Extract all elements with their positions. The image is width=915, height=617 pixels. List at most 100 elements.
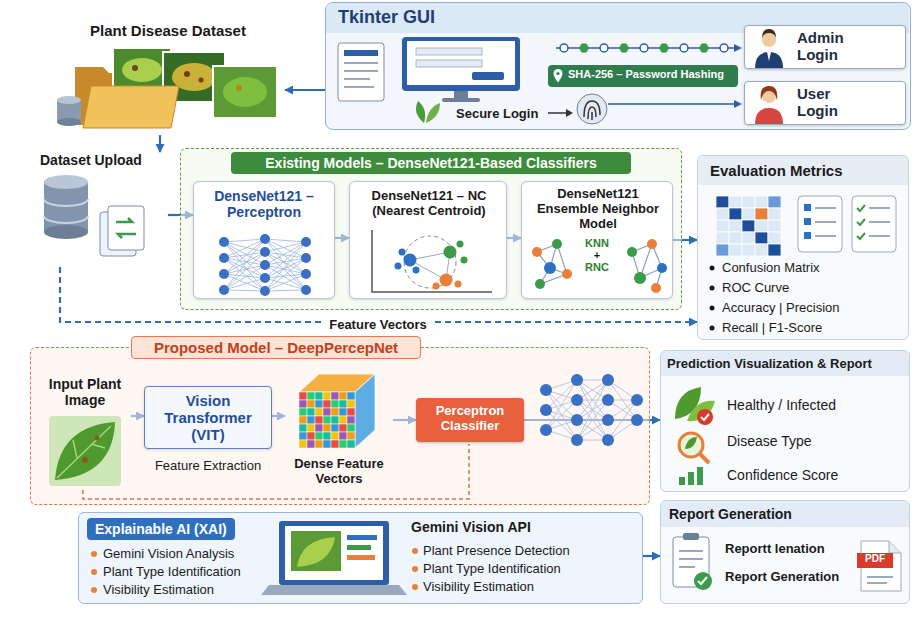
feature-cube-art-rect bbox=[347, 400, 355, 408]
text-slot: Dense Feature Vectors bbox=[285, 456, 393, 486]
upload-node-art bbox=[38, 152, 168, 267]
feature-cube-art-rect bbox=[323, 408, 331, 416]
proposed-group-art-circle bbox=[602, 394, 614, 406]
dataset-folder-art-rect bbox=[113, 48, 171, 92]
metrics-panel-art-path bbox=[815, 208, 836, 236]
login-box-art-path bbox=[755, 52, 783, 68]
prediction-panel-art-path bbox=[687, 401, 715, 421]
report-panel: Report GenerationReportt lenationReport … bbox=[660, 500, 910, 604]
gui-panel-art-circle bbox=[577, 94, 607, 124]
node-heading: Plant Disease Dataset bbox=[90, 22, 285, 39]
gui-panel: Tkinter GUISecure LoginSHA-256 – Passwor… bbox=[325, 2, 911, 130]
metrics-panel-art-path bbox=[857, 205, 865, 239]
login-box-art-circle bbox=[762, 89, 776, 103]
node-text: Gemini Vision Analysis bbox=[103, 546, 268, 561]
model-box-art-line bbox=[224, 242, 265, 291]
model-box-art-line bbox=[265, 242, 306, 278]
feature-cube-art-rect bbox=[347, 424, 355, 432]
metrics-panel-art-rect bbox=[729, 220, 742, 232]
upload-node-art-path bbox=[44, 199, 88, 223]
xai-panel-art-circle bbox=[412, 548, 418, 554]
label-slot: + bbox=[584, 249, 610, 261]
metrics-panel-art-rect bbox=[798, 196, 842, 252]
hash-badge-art-path bbox=[554, 69, 563, 83]
feature-cube-art-rect bbox=[331, 432, 339, 440]
proposed-group-art-line bbox=[577, 380, 608, 440]
text-slot: Gemini Vision API bbox=[411, 519, 611, 535]
prediction-panel-art-path bbox=[675, 387, 701, 419]
proposed-group-art-line bbox=[608, 400, 637, 420]
gui-panel-art-rect bbox=[338, 43, 384, 101]
proposed-group-art-line bbox=[608, 400, 637, 401]
proposed-group-art-path bbox=[83, 444, 469, 499]
metrics-panel-art-rect bbox=[742, 232, 755, 244]
annotation-label: + bbox=[584, 249, 610, 261]
feature-cube-art-rect bbox=[331, 392, 339, 400]
text-slot: Admin Login bbox=[797, 29, 863, 63]
model-box-art-line bbox=[265, 278, 306, 290]
model-box-art-circle bbox=[399, 249, 406, 256]
text-slot: Input Plant Image bbox=[42, 376, 128, 408]
metrics-panel-art-rect bbox=[742, 244, 755, 256]
prediction-panel-art-path bbox=[701, 414, 709, 420]
model-box-art-line bbox=[265, 239, 306, 258]
proposed-group-art-line bbox=[546, 400, 577, 430]
text-slot: DenseNet121 Ensemble Neighbor Model bbox=[526, 186, 670, 231]
model-box-art-line bbox=[224, 278, 265, 290]
text-slot: SHA-256 – Password Hashing bbox=[568, 68, 736, 80]
feature-cube-art-rect bbox=[315, 408, 323, 416]
model-box-art-line bbox=[224, 252, 265, 274]
feature-cube-art-polygon bbox=[299, 374, 375, 392]
model-box-art-line bbox=[224, 258, 265, 265]
model-box-art-path bbox=[372, 230, 492, 292]
model-box-art-line bbox=[265, 265, 306, 274]
feature-cube-art-rect bbox=[339, 400, 347, 408]
feature-cube-art-rect bbox=[339, 408, 347, 416]
dataset-folder-art-path bbox=[83, 86, 179, 128]
gui-panel-art-path bbox=[416, 101, 425, 123]
report-panel-art-rect bbox=[683, 533, 699, 540]
text-slot: Accuracy | Precision bbox=[722, 300, 902, 315]
feature-cube-art-rect bbox=[331, 416, 339, 424]
feature-cube-art-rect bbox=[347, 416, 355, 424]
text-slot: Reportt lenation bbox=[725, 541, 857, 556]
feature-cube-art-rect bbox=[315, 424, 323, 432]
model-box-art-line bbox=[224, 239, 265, 290]
dataset-folder-art-circle bbox=[132, 65, 138, 71]
feature-cube: Dense Feature Vectors bbox=[285, 368, 393, 493]
edge-label: Feature Vectors bbox=[325, 317, 431, 332]
text-slot: Confusion Matrix bbox=[722, 260, 902, 275]
dataset-folder-art-ellipse bbox=[57, 118, 81, 126]
proposed-group-art-line bbox=[577, 400, 608, 420]
label-slot: RNC bbox=[584, 261, 610, 273]
login-box: User Login bbox=[744, 81, 906, 125]
proposed-group-art-circle bbox=[571, 394, 583, 406]
text-slot: Plant Type Identification bbox=[423, 561, 623, 576]
proposed-group-art-line bbox=[577, 380, 608, 420]
feature-cube-art-rect bbox=[323, 416, 331, 424]
metrics-panel-art-rect bbox=[755, 220, 768, 232]
model-box-art-line bbox=[224, 274, 265, 291]
proposed-group-art-line bbox=[546, 410, 577, 440]
model-box-art-line bbox=[265, 274, 306, 278]
model-box-art-circle bbox=[455, 281, 462, 288]
model-box-art-line bbox=[224, 242, 265, 278]
node-heading: Proposed Model – DeepPercepNet bbox=[131, 336, 421, 359]
feature-cube-art-rect bbox=[315, 400, 323, 408]
gui-panel-art-polygon bbox=[699, 44, 709, 53]
dataset-folder-art-circle bbox=[184, 71, 190, 77]
prediction-panel-art-path bbox=[685, 437, 697, 449]
text-slot: Plant Type Identification bbox=[103, 564, 268, 579]
proposed-group-art-line bbox=[577, 400, 608, 401]
model-box-art-path bbox=[537, 244, 567, 284]
dataset-folder-art-rect bbox=[57, 100, 81, 122]
proposed-group-art-line bbox=[577, 400, 608, 420]
dataset-folder-art-path bbox=[75, 67, 151, 125]
report-panel-art-circle bbox=[694, 572, 712, 590]
model-box-art-circle bbox=[535, 279, 545, 289]
feature-cube-art-rect bbox=[347, 392, 355, 400]
model-box-art-circle bbox=[395, 263, 402, 270]
metrics-panel-art-rect bbox=[716, 220, 729, 232]
proposed-group-art-line bbox=[546, 380, 577, 410]
model-box-art-circle bbox=[413, 267, 420, 274]
